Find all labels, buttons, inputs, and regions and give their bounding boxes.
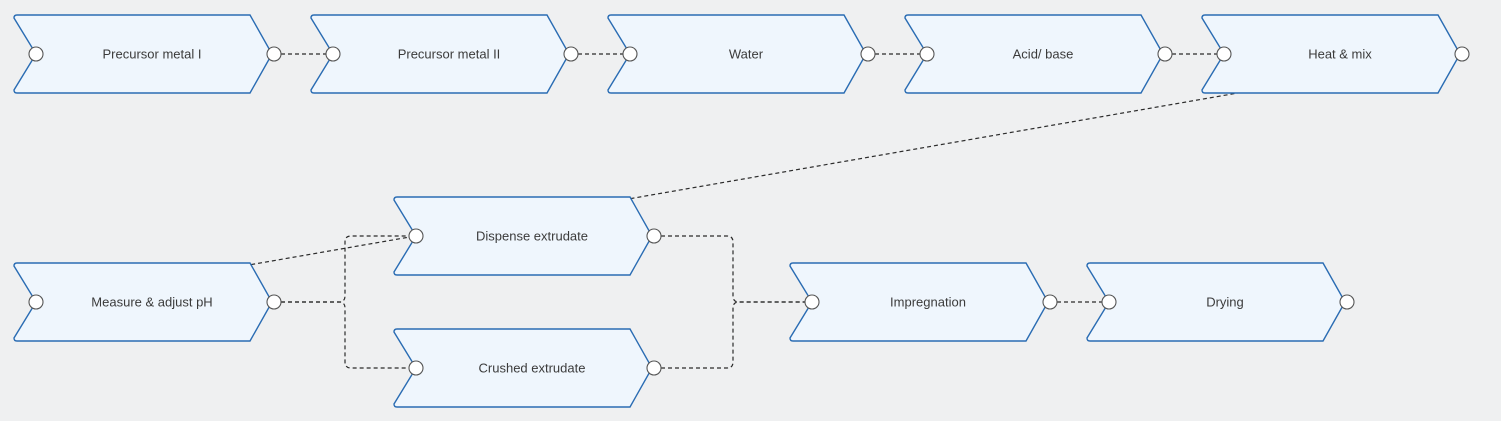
input-port[interactable]	[1101, 294, 1117, 310]
output-port[interactable]	[1157, 46, 1173, 62]
node-drying[interactable]: Drying	[1086, 262, 1355, 342]
edge-dispense-extrudate-to-impregnation	[661, 235, 805, 303]
input-port[interactable]	[804, 294, 820, 310]
output-port[interactable]	[860, 46, 876, 62]
nodes-layer: Precursor metal I Precursor metal II Water…	[13, 14, 1470, 408]
node-dispense-extrudate[interactable]: Dispense extrudate	[393, 196, 662, 276]
node-shape[interactable]	[1201, 14, 1461, 94]
input-port[interactable]	[919, 46, 935, 62]
edge-heat-mix-to-measure-adjust-ph	[35, 53, 1463, 303]
node-label: Precursor metal II	[398, 47, 501, 62]
node-precursor-metal-1[interactable]: Precursor metal I	[13, 14, 282, 94]
node-impregnation[interactable]: Impregnation	[789, 262, 1058, 342]
node-measure-adjust-ph[interactable]: Measure & adjust pH	[13, 262, 282, 342]
node-water[interactable]: Water	[607, 14, 876, 94]
output-port[interactable]	[266, 294, 282, 310]
node-label: Acid/ base	[1013, 47, 1074, 62]
input-port[interactable]	[28, 294, 44, 310]
input-port[interactable]	[408, 360, 424, 376]
node-shape[interactable]	[310, 14, 570, 94]
input-port[interactable]	[408, 228, 424, 244]
node-shape[interactable]	[1086, 262, 1346, 342]
node-label: Dispense extrudate	[476, 229, 588, 244]
node-shape[interactable]	[607, 14, 867, 94]
node-label: Measure & adjust pH	[91, 295, 212, 310]
node-label: Water	[729, 47, 764, 62]
node-shape[interactable]	[393, 196, 653, 276]
edge-crushed-extrudate-to-impregnation	[661, 301, 805, 369]
output-port[interactable]	[1339, 294, 1355, 310]
output-port[interactable]	[646, 228, 662, 244]
node-shape[interactable]	[789, 262, 1049, 342]
node-label: Heat & mix	[1308, 47, 1372, 62]
input-port[interactable]	[28, 46, 44, 62]
node-label: Precursor metal I	[103, 47, 202, 62]
node-label: Impregnation	[890, 295, 966, 310]
output-port[interactable]	[646, 360, 662, 376]
edge-measure-adjust-ph-to-dispense-extrudate	[281, 235, 409, 303]
node-shape[interactable]	[393, 328, 653, 408]
node-shape[interactable]	[13, 262, 273, 342]
output-port[interactable]	[1454, 46, 1470, 62]
node-crushed-extrudate[interactable]: Crushed extrudate	[393, 328, 662, 408]
input-port[interactable]	[622, 46, 638, 62]
node-label: Drying	[1206, 295, 1244, 310]
edge-measure-adjust-ph-to-crushed-extrudate	[281, 301, 409, 369]
edges-layer	[35, 53, 1463, 369]
input-port[interactable]	[325, 46, 341, 62]
output-port[interactable]	[1042, 294, 1058, 310]
node-acid-base[interactable]: Acid/ base	[904, 14, 1173, 94]
node-shape[interactable]	[904, 14, 1164, 94]
output-port[interactable]	[266, 46, 282, 62]
node-label: Crushed extrudate	[479, 361, 586, 376]
output-port[interactable]	[563, 46, 579, 62]
node-shape[interactable]	[13, 14, 273, 94]
input-port[interactable]	[1216, 46, 1232, 62]
node-precursor-metal-2[interactable]: Precursor metal II	[310, 14, 579, 94]
node-heat-mix[interactable]: Heat & mix	[1201, 14, 1470, 94]
